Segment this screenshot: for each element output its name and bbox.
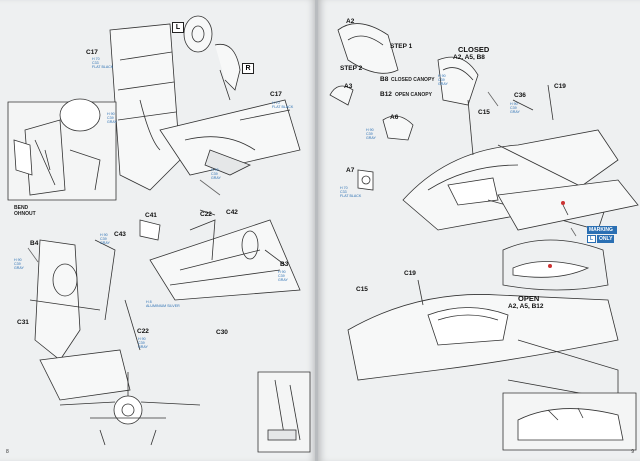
part-label-c15-bottom: C15 xyxy=(356,286,368,293)
part-label-c42: C42 xyxy=(226,209,238,216)
wing-underside xyxy=(139,209,301,301)
side-marker-left: L xyxy=(172,22,184,33)
part-label-c17-top: C17 xyxy=(86,49,98,56)
marking-only-badge: MARKING L ONLY xyxy=(587,226,617,243)
part-label-a2: A2 xyxy=(346,18,355,25)
marking-text: MARKING xyxy=(587,226,617,234)
open-parts-label: A2, A5, B12 xyxy=(508,303,544,310)
right-page: A2 A3 A6 A7 STEP 1 STEP 2 CLOSED A2, A5,… xyxy=(318,0,640,461)
closed-parts-label: A2, A5, B8 xyxy=(453,54,485,61)
part-label-c31: C31 xyxy=(17,319,29,326)
part-label-c15-top: C15 xyxy=(478,109,490,116)
bend-out-note: BEND OHNOUT xyxy=(14,205,36,217)
b8-closed-canopy: CLOSED CANOPY xyxy=(391,77,435,83)
wingtip-light xyxy=(502,239,609,291)
page-number-left: 8 xyxy=(6,449,9,455)
marking-letter: L xyxy=(587,235,596,243)
bottom-right-inset xyxy=(502,392,637,451)
aircraft-front-view xyxy=(59,372,201,446)
part-label-b3: B3 xyxy=(280,261,289,268)
fuselage-lower xyxy=(347,279,619,401)
closed-label: CLOSED xyxy=(458,45,490,54)
part-label-c30: C30 xyxy=(216,329,228,336)
part-label-c41: C41 xyxy=(145,212,157,219)
part-label-c19-bottom: C19 xyxy=(404,270,416,277)
step-2-label: STEP 2 xyxy=(340,65,363,72)
b12-open-canopy: OPEN CANOPY xyxy=(395,92,432,98)
part-label-a3: A3 xyxy=(344,83,353,90)
part-label-b4: B4 xyxy=(30,240,39,247)
part-label-c19-top: C19 xyxy=(554,83,566,90)
nose-gear-assembly xyxy=(29,239,141,401)
bottom-inset xyxy=(257,371,311,453)
b12-label: B12 xyxy=(380,91,392,98)
part-label-c17-right: C17 xyxy=(270,91,282,98)
wing-gear-assembly xyxy=(109,15,301,191)
part-label-c36: C36 xyxy=(514,92,526,99)
part-label-c22-top: C22 xyxy=(200,211,212,218)
part-label-a7: A7 xyxy=(346,167,355,174)
wing-right xyxy=(497,179,639,231)
open-label: OPEN xyxy=(518,294,540,303)
part-label-c22-bottom: C22 xyxy=(137,328,149,335)
side-marker-right: R xyxy=(242,63,254,74)
step-1-label: STEP 1 xyxy=(390,43,413,50)
detail-inset xyxy=(7,98,117,201)
right-page-drawing xyxy=(329,23,639,451)
page-number-right: 9 xyxy=(631,449,634,455)
left-page-drawing xyxy=(7,15,311,453)
canopy-parts xyxy=(329,23,479,191)
part-label-c43: C43 xyxy=(114,231,126,238)
b8-label: B8 xyxy=(380,76,389,83)
marking-only-text: ONLY xyxy=(597,235,615,243)
part-label-a6: A6 xyxy=(390,114,399,121)
left-page: L R C17 C17 C42 C43 C41 B4 B3 C22 C22 C3… xyxy=(0,0,316,461)
binding-gutter xyxy=(315,0,319,461)
marking-row: L ONLY xyxy=(587,235,617,243)
